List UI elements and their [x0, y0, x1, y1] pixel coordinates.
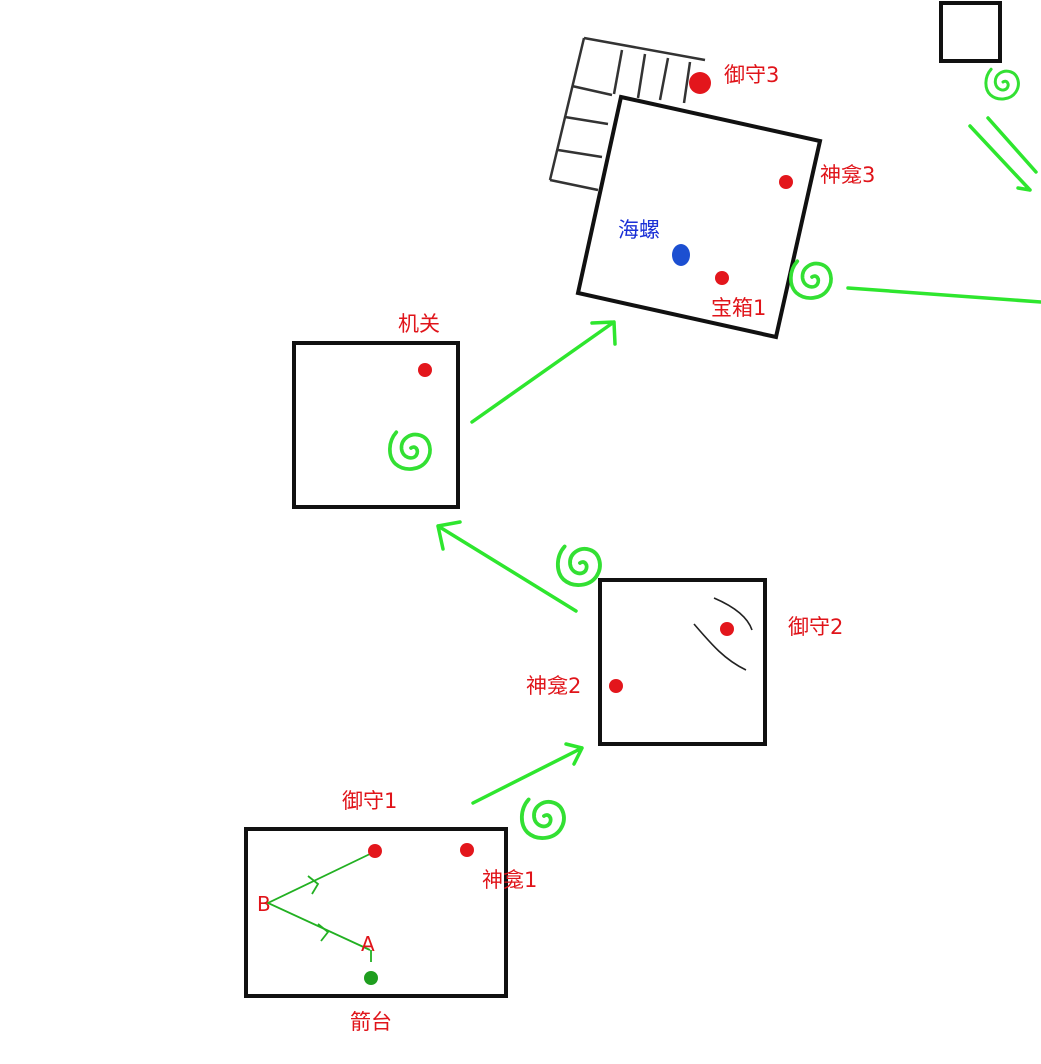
arrow-icon: [471, 742, 584, 805]
point-a-label: A: [361, 932, 375, 956]
arrow-tower-label: 箭台: [350, 1010, 392, 1034]
omamori2-marker: [720, 622, 734, 636]
point-b-label: B: [257, 892, 271, 916]
arrow-tower-marker: [364, 971, 378, 985]
arrow-icon: [968, 116, 1038, 192]
mechanism-label: 机关: [398, 312, 440, 336]
room-top: [575, 94, 823, 340]
chest1-marker: [715, 271, 729, 285]
conch-label: 海螺: [618, 218, 660, 242]
swirl-icon: [789, 259, 833, 300]
omamori1-label: 御守1: [342, 789, 397, 813]
chest1-label: 宝箱1: [711, 296, 766, 320]
arrow-icon: [470, 320, 617, 424]
crack-mark: [713, 597, 753, 631]
omamori2-label: 御守2: [788, 615, 843, 639]
shrine3-marker: [779, 175, 793, 189]
sketch-grid-top: [548, 36, 706, 192]
conch-marker: [672, 244, 690, 266]
swirl-icon: [555, 544, 602, 587]
crack-mark: [693, 623, 747, 671]
swirl-icon: [388, 430, 432, 471]
shrine1-label: 神龛1: [482, 868, 537, 892]
swirl-icon: [519, 797, 566, 840]
arrow-icon: [436, 520, 578, 613]
arrow-icon: [846, 286, 1041, 304]
omamori1-marker: [368, 844, 382, 858]
path-lines: [265, 852, 373, 962]
mechanism-marker: [418, 363, 432, 377]
omamori3-marker: [689, 72, 711, 94]
omamori3-label: 御守3: [724, 63, 779, 87]
shrine2-label: 神龛2: [526, 674, 581, 698]
room-mechanism: [292, 341, 460, 509]
shrine3-label: 神龛3: [820, 163, 875, 187]
room-middle: [598, 578, 767, 746]
shrine1-marker: [460, 843, 474, 857]
swirl-icon: [984, 67, 1020, 101]
shrine2-marker: [609, 679, 623, 693]
partial-room-top-right: [939, 1, 1002, 63]
room-bottom: [244, 827, 508, 998]
